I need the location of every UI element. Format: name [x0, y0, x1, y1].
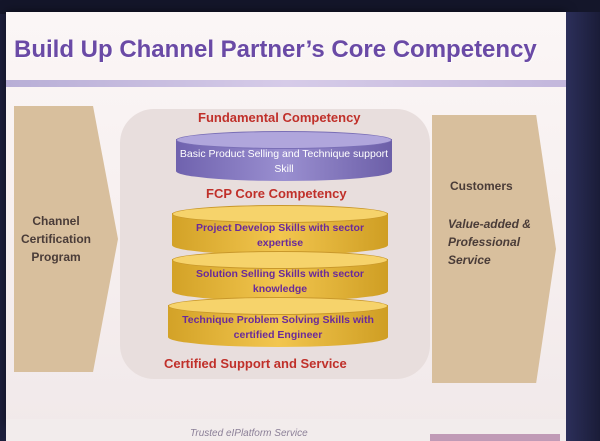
cylinder-technique-problem: Technique Problem Solving Skills with ce… [168, 297, 388, 347]
cylinder-solution-selling: Solution Selling Skills with sector know… [172, 251, 388, 301]
basic-skill-label: Basic Product Selling and Technique supp… [179, 148, 389, 175]
fcp-core-competency-heading: FCP Core Competency [206, 186, 347, 201]
footer-text: Trusted eIPlatform Service [190, 428, 308, 439]
cylinder-top [176, 131, 392, 149]
project-develop-label: Project Develop Skills with sector exper… [195, 222, 365, 249]
cylinder-project-develop: Project Develop Skills with sector exper… [172, 205, 388, 255]
value-added-label: Value-added & Professional Service [448, 217, 531, 267]
screen-top-frame [0, 0, 600, 14]
left-arrow-channel-certification: Channel Certification Program [14, 106, 118, 372]
title-underline [6, 80, 566, 87]
cylinder-top [172, 251, 388, 269]
fundamental-competency-heading: Fundamental Competency [198, 110, 361, 125]
certified-support-heading: Certified Support and Service [164, 356, 347, 371]
cylinder-basic-skill: Basic Product Selling and Technique supp… [176, 131, 392, 181]
slide-title: Build Up Channel Partner’s Core Competen… [14, 36, 537, 63]
technique-problem-label: Technique Problem Solving Skills with ce… [182, 314, 374, 341]
cylinder-top [172, 205, 388, 223]
left-arrow-label: Channel Certification Program [20, 214, 91, 264]
customers-label: Customers [450, 179, 513, 193]
slide-footer-strip [6, 419, 566, 441]
right-arrow-customers: Customers Value-added & Professional Ser… [432, 115, 556, 383]
footer-accent-bar [430, 434, 560, 441]
screen-right-frame [566, 12, 600, 441]
solution-selling-label: Solution Selling Skills with sector know… [195, 268, 365, 295]
cylinder-top [168, 297, 388, 315]
